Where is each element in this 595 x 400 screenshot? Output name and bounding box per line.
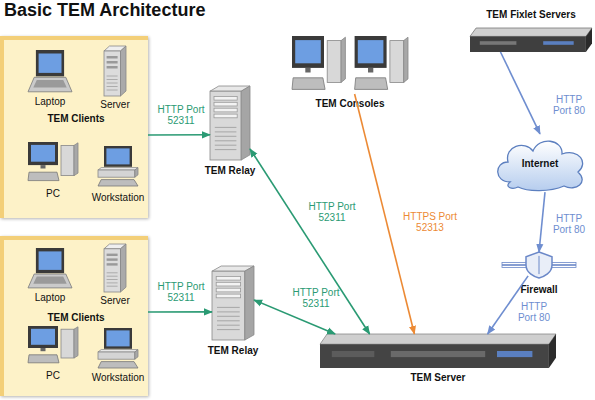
laptop-node: Laptop [28,248,72,290]
node-label: Laptop [35,292,66,303]
laptop-icon [28,50,72,94]
server-node: Server [104,244,126,292]
edge-label: HTTP Port 80 [547,213,592,235]
tem-server-node: TEM Server [320,334,556,368]
edge-label: HTTPS Port 52313 [395,211,465,233]
workstation-icon [98,146,138,186]
shield-icon [526,252,552,278]
fixlet-icon [470,28,592,52]
edge-label: HTTP Port 80 [512,301,557,323]
laptop-node: Laptop [28,50,72,94]
node-label: TEM Relay [208,345,259,356]
node-label: Internet [522,158,559,169]
relay-icon [212,266,254,340]
node-label: Workstation [92,192,145,203]
edge-label: HTTP Port 52311 [151,281,211,303]
edge-label: HTTP Port 80 [547,94,592,116]
node-label: TEM Fixlet Servers [486,9,575,20]
node-label: Workstation [92,372,145,383]
diagram-title: Basic TEM Architecture [4,0,205,21]
workstation-node: Workstation [98,328,138,368]
relay-icon [210,86,250,160]
pc-node: PC [28,142,78,184]
node-label: Server [100,99,129,110]
client-group-panel: TEM ClientsLaptopServerPCWorkstation [0,36,148,218]
relay-node: TEM Relay [210,86,250,160]
server-icon [104,46,126,96]
node-label: PC [46,188,60,199]
internet-cloud: Internet [490,132,590,194]
edge-label: HTTP Port 52311 [151,104,211,126]
fixlet-server-node: TEM Fixlet Servers [470,28,592,52]
console-node: TEM Consoles [292,36,408,94]
connector [539,192,545,252]
edge-label: HTTP Port 52311 [302,201,362,223]
server-icon [104,244,126,292]
pc-icon [28,142,78,184]
node-label: TEM Server [410,372,465,383]
node-label: TEM Relay [205,165,256,176]
node-label: TEM Consoles [316,98,385,109]
node-label: TEM Clients [47,312,104,323]
workstation-node: Workstation [98,146,138,186]
connector [148,311,212,313]
server-node: Server [104,46,126,96]
temserver-icon [320,334,556,368]
connector [501,52,541,134]
connector [148,134,210,136]
consoles-icon [292,36,408,94]
firewall-node: Firewall [526,252,552,278]
pc-node: PC [28,326,78,366]
connector [250,149,370,334]
relay-node: TEM Relay [212,266,254,340]
node-label: Laptop [35,96,66,107]
edge-label: HTTP Port 52311 [286,287,346,309]
pc-icon [28,326,78,366]
node-label: Firewall [520,284,557,295]
node-label: PC [46,370,60,381]
workstation-icon [98,328,138,368]
node-label: TEM Clients [47,113,104,124]
client-group-panel: TEM ClientsLaptopServerPCWorkstation [0,236,148,396]
node-label: Server [100,295,129,306]
laptop-icon [28,248,72,290]
